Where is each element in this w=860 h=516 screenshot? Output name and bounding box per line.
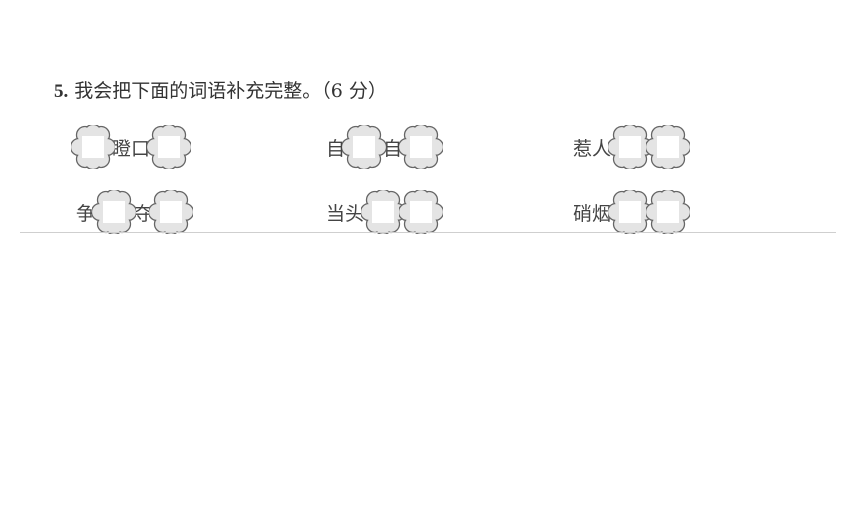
idiom-item: 硝烟 <box>573 188 691 236</box>
idiom-text: 瞪口 <box>112 137 151 160</box>
flower-blank-icon[interactable] <box>147 125 192 169</box>
flower-blank-icon[interactable] <box>92 190 137 234</box>
flower-blank-icon[interactable] <box>608 190 653 234</box>
idiom-text: 硝烟 <box>573 202 612 225</box>
idiom-item: 自自 <box>326 123 444 171</box>
flower-blank-icon[interactable] <box>399 190 444 234</box>
question-number: 5. <box>54 81 69 102</box>
idiom-text: 当头 <box>326 202 365 225</box>
question-text: 我会把下面的词语补充完整。（6 分） <box>74 80 387 102</box>
flower-blank-icon[interactable] <box>361 190 406 234</box>
flower-blank-icon[interactable] <box>71 125 115 169</box>
flower-blank-icon[interactable] <box>608 125 653 169</box>
idiom-text: 惹人 <box>573 137 612 160</box>
idiom-text: 自 <box>326 137 346 160</box>
question-heading: 5. 我会把下面的词语补充完整。（6 分） <box>54 78 387 105</box>
flower-blank-icon[interactable] <box>149 190 194 234</box>
flower-blank-icon[interactable] <box>342 125 387 169</box>
idiom-row-1: 瞪口 自自 惹人 <box>0 123 860 171</box>
idiom-text: 争 <box>76 202 96 225</box>
idiom-item: 瞪口 <box>71 123 192 171</box>
idiom-text: 夺 <box>133 202 153 225</box>
idiom-item: 争夺 <box>76 188 194 236</box>
idiom-text: 自 <box>383 137 403 160</box>
idiom-row-2: 争夺 当头 硝烟 <box>0 188 860 236</box>
idiom-item: 当头 <box>326 188 444 236</box>
flower-blank-icon[interactable] <box>399 125 444 169</box>
idiom-item: 惹人 <box>573 123 691 171</box>
flower-blank-icon[interactable] <box>646 190 691 234</box>
flower-blank-icon[interactable] <box>646 125 691 169</box>
page-divider <box>20 232 836 233</box>
